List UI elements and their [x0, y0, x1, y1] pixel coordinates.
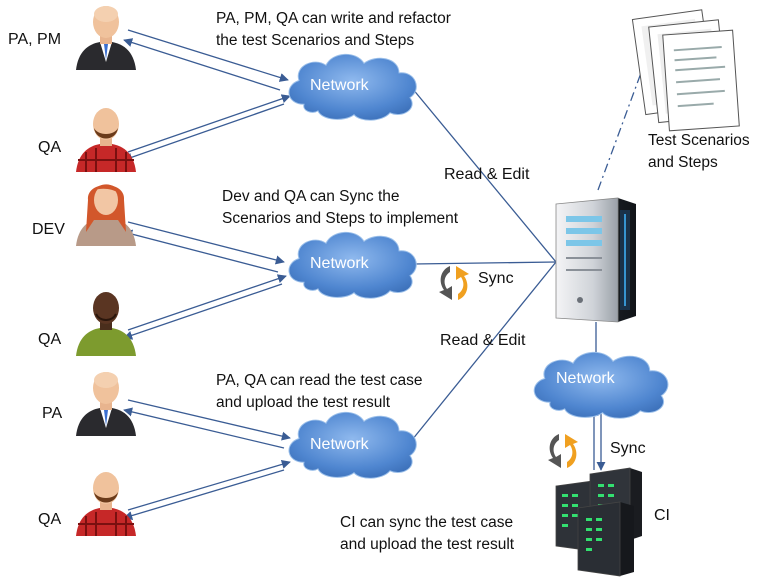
edge-label-read-edit-bottom: Read & Edit — [440, 332, 526, 349]
connector-qa-to-network-top — [127, 94, 291, 153]
link-top-network-server — [411, 87, 557, 263]
connector-qa-to-network-bottom — [127, 459, 291, 511]
network-label-middle: Network — [310, 255, 369, 272]
note-write-refactor: PA, PM, QA can write and refactor the te… — [216, 10, 451, 49]
role-label-qa-2: QA — [38, 331, 62, 348]
connector-network-to-qa-bottom — [123, 469, 285, 521]
connector-qa-to-network-mid — [127, 274, 287, 331]
role-label-dev: DEV — [32, 221, 65, 238]
role-label-pa-pm: PA, PM — [8, 31, 62, 48]
connector-pa-to-network — [127, 399, 291, 441]
server-to-docs-dashed — [597, 61, 646, 191]
person-pa-pm-avatar — [76, 6, 136, 70]
connector-network-to-pa-pm — [123, 38, 281, 91]
link-middle-network-server — [413, 261, 557, 265]
link-bottom-network-server — [411, 261, 557, 441]
person-pa-avatar — [76, 372, 136, 436]
connectors-group-top — [123, 29, 291, 162]
connector-pa-pm-to-network — [127, 29, 289, 82]
network-label-bottom: Network — [310, 436, 369, 453]
role-label-ci: CI — [654, 507, 670, 524]
connector-network-to-dev — [123, 229, 279, 273]
connector-network-to-qa-mid — [123, 283, 283, 340]
edge-label-sync-middle: Sync — [478, 270, 514, 287]
documents-label: Test Scenarios and Steps — [648, 132, 750, 171]
documents-icon — [631, 9, 740, 132]
sync-icon-ci — [548, 434, 578, 468]
role-label-pa: PA — [42, 405, 63, 422]
person-qa-2-avatar — [76, 292, 136, 356]
edge-label-read-edit-top: Read & Edit — [444, 166, 530, 183]
note-read-upload: PA, QA can read the test case and upload… — [216, 372, 423, 411]
connector-dev-to-network — [127, 221, 285, 265]
person-qa-3-avatar — [76, 472, 136, 536]
server-links — [411, 87, 606, 471]
network-label-top: Network — [310, 77, 369, 94]
connector-network-to-pa — [123, 407, 285, 449]
connectors-group-bottom — [123, 399, 291, 521]
connector-network-to-qa-top — [123, 103, 285, 162]
connectors-group-middle — [123, 221, 287, 340]
edge-label-sync-ci: Sync — [610, 440, 646, 457]
role-label-qa-1: QA — [38, 139, 62, 156]
note-ci-sync: CI can sync the test case and upload the… — [340, 514, 515, 553]
sync-icon-middle — [439, 266, 469, 300]
person-dev-avatar — [76, 184, 136, 246]
network-label-server: Network — [556, 370, 615, 387]
server-tower-icon — [555, 197, 636, 323]
role-label-qa-3: QA — [38, 511, 62, 528]
note-dev-qa-sync: Dev and QA can Sync the Scenarios and St… — [222, 188, 459, 227]
ci-servers-icon — [555, 467, 642, 577]
person-qa-1-avatar — [76, 108, 136, 172]
